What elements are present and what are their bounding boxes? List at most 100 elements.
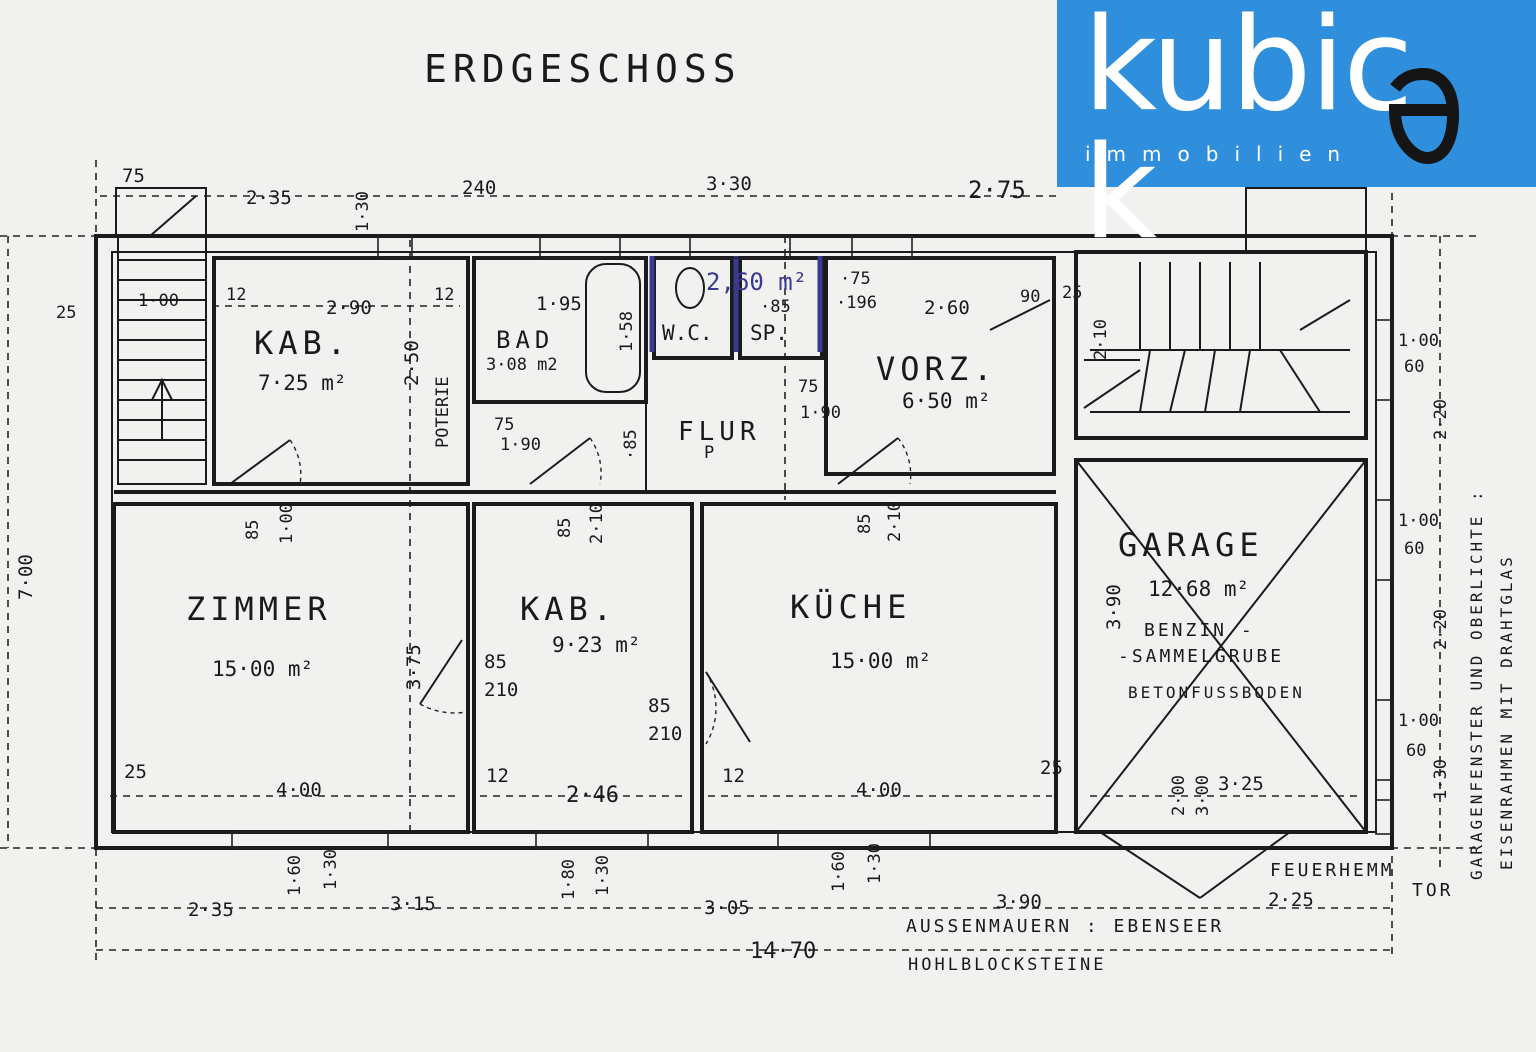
fixtures (585, 256, 823, 393)
dim-top-240: 240 (462, 177, 496, 199)
logo-brand: kubic (1083, 0, 1413, 140)
dim-win-200: 2·00 (1169, 775, 1189, 816)
windows (231, 235, 1393, 849)
dim-bot-325: 3·25 (1218, 773, 1264, 795)
logo-e-icon (1388, 67, 1460, 164)
dim-out-390: 3·90 (996, 891, 1042, 913)
label-garagenfenster: GARAGENFENSTER UND OBERLICHTE : (1467, 488, 1486, 880)
dim-door-210d: 210 (648, 723, 682, 745)
dim-win-130a: 1·30 (321, 849, 341, 890)
label-feuerhemm: FEUERHEMM (1270, 860, 1395, 881)
area-wc: 2,60 m² (706, 268, 807, 296)
dim-up-75: ·75 (840, 269, 871, 289)
dim-up-195: 1·95 (536, 293, 582, 315)
dim-right-60b: 60 (1404, 539, 1424, 559)
dim-vert-100: 1·00 (138, 291, 179, 311)
dim-door-190a: 1·90 (500, 435, 541, 455)
right-staircase (1090, 187, 1367, 413)
dim-door-75b: 75 (798, 377, 818, 397)
dim-door-85d: 85 (484, 651, 507, 673)
dim-out-235: 2·35 (188, 899, 234, 921)
dim-top-275: 2·75 (968, 176, 1026, 204)
area-vorz: 6·50 m² (902, 389, 991, 413)
dim-up-90: 90 (1020, 287, 1040, 307)
left-staircase (115, 187, 207, 485)
room-flur: FLUR (678, 417, 761, 447)
dim-right-100b: 1·00 (1398, 511, 1439, 531)
dim-door-210c: 210 (484, 679, 518, 701)
dim-right-130: 1·30 (1431, 759, 1451, 800)
area-zimmer: 15·00 m² (212, 657, 313, 681)
dim-door-85e: 85 (648, 695, 671, 717)
dim-door-210b: 2·10 (885, 501, 905, 542)
dim-up-12a: 12 (226, 285, 246, 305)
dim-door-75a: 75 (494, 415, 514, 435)
label-hohlblocksteine: HOHLBLOCKSTEINE (908, 955, 1107, 975)
dim-vert-700: 7·00 (15, 554, 37, 600)
dim-bot-246: 2·46 (566, 783, 619, 808)
label-eisenrahmen: EISENRAHMEN MIT DRAHTGLAS (1497, 554, 1516, 870)
room-wc: W.C. (662, 321, 713, 345)
label-poterie: POTERIE (433, 376, 453, 448)
dim-up-12b: 12 (434, 285, 454, 305)
dim-right-220b: 2·20 (1431, 609, 1451, 650)
logo-subtitle: immobilien (1085, 142, 1357, 166)
dim-win-130b: 1·30 (593, 855, 613, 896)
area-kab-top: 7·25 m² (258, 371, 347, 395)
dim-door-210a: 2·10 (587, 503, 607, 544)
dim-vert-390: 3·90 (1103, 584, 1125, 630)
room-bad: BAD (496, 326, 554, 354)
dim-win-160a: 1·60 (285, 855, 305, 896)
dim-bot-25a: 25 (124, 761, 147, 783)
dim-top-235: 2·35 (246, 187, 292, 209)
kubicek-logo: kubick immobilien (1057, 0, 1536, 258)
dim-right-60c: 60 (1406, 741, 1426, 761)
dim-right-100a: 1·00 (1398, 331, 1439, 351)
dim-bot-25b: 25 (1040, 757, 1063, 779)
dim-right-220a: 2·20 (1431, 399, 1451, 440)
dim-win-300: 3·00 (1193, 775, 1213, 816)
dim-out-1470: 14·70 (750, 939, 816, 964)
dim-vert-25: 25 (56, 303, 76, 323)
dim-door-85b: 85 (555, 518, 575, 538)
garage-cross (1075, 459, 1367, 899)
dim-right-60a: 60 (1404, 357, 1424, 377)
dim-vert-250: 2·50 (401, 340, 423, 386)
dim-up-25: 25 (1062, 283, 1082, 303)
dim-win-160b: 1·60 (829, 851, 849, 892)
dim-door-85f: ·85 (621, 429, 641, 460)
dim-up-196: ·196 (836, 293, 877, 313)
dim-out-225: 2·25 (1268, 889, 1314, 911)
room-garage: GARAGE (1118, 526, 1264, 564)
garage-note-benzin: BENZIN - (1144, 620, 1255, 641)
dim-out-305: 3·05 (704, 897, 750, 919)
dim-win-180: 1·80 (559, 859, 579, 900)
dim-top-75: 75 (122, 165, 145, 187)
dim-right-100c: 1·00 (1398, 711, 1439, 731)
room-vorz: VORZ. (876, 350, 997, 388)
dim-door-100: 1·00 (277, 503, 297, 544)
logo-wordmark: kubick (1083, 2, 1536, 258)
area-garage: 12·68 m² (1148, 577, 1249, 601)
dim-vert-210: 2·10 (1091, 319, 1111, 360)
garage-note-boden: BETONFUSSBODEN (1128, 683, 1305, 702)
area-kueche: 15·00 m² (830, 649, 931, 673)
dim-bot-400b: 4·00 (856, 779, 902, 801)
room-zimmer: ZIMMER (186, 590, 332, 628)
dim-top-330: 3·30 (706, 173, 752, 195)
dim-door-85c: 85 (855, 514, 875, 534)
dim-win-130c: 1·30 (865, 843, 885, 884)
dim-door-190b: 1·90 (800, 403, 841, 423)
door-swings (229, 299, 1141, 745)
dim-bot-12a: 12 (486, 765, 509, 787)
plan-title: ERDGESCHOSS (424, 47, 742, 91)
label-aussenmauern: AUSSENMAUERN : EBENSEER (906, 916, 1224, 937)
room-sp: SP. (750, 321, 788, 345)
room-kueche: KÜCHE (790, 588, 911, 626)
label-p: P (704, 443, 714, 463)
dim-vert-158: 1·58 (617, 311, 637, 352)
dim-vert-130: 1·30 (353, 191, 373, 232)
room-kab-bottom: KAB. (520, 590, 617, 628)
dim-out-315: 3·15 (390, 893, 436, 915)
